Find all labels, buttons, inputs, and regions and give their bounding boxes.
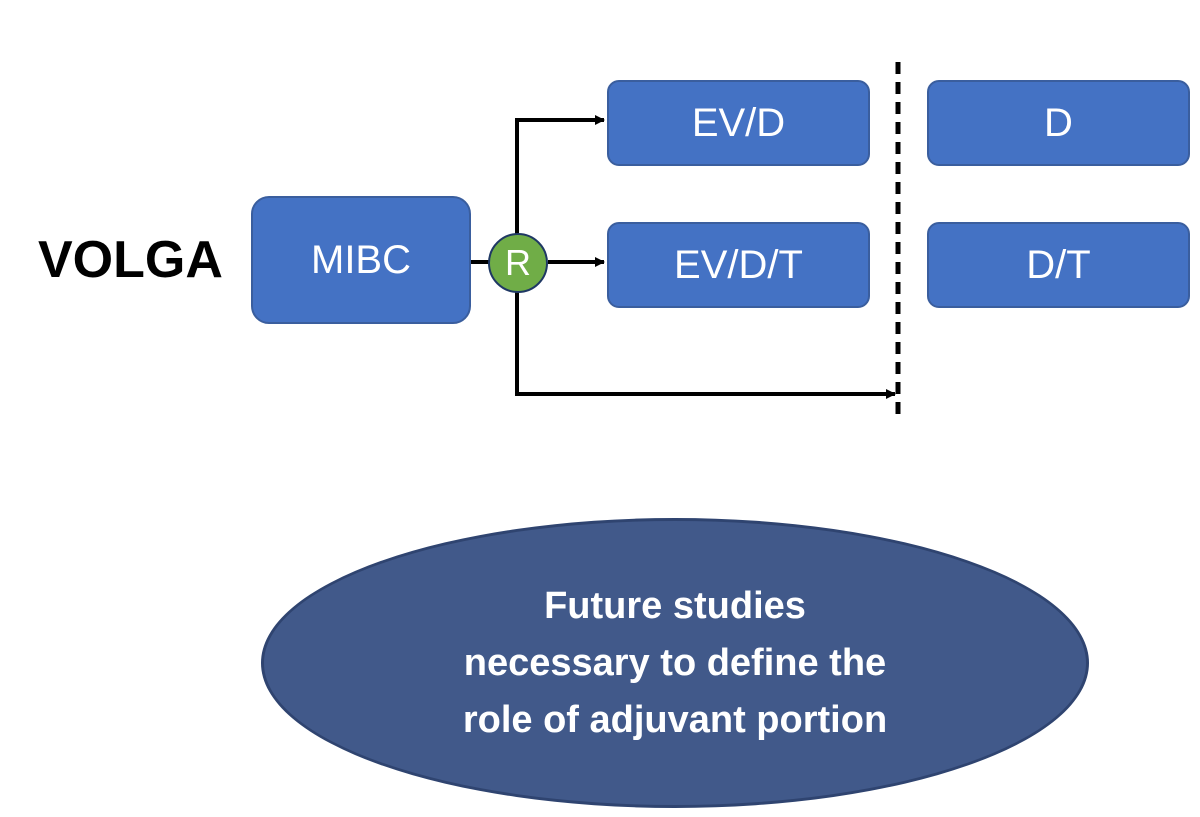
arm-label: EV/D/T — [674, 242, 803, 287]
adjuvant-label: D — [1044, 100, 1073, 145]
randomization-node: R — [488, 233, 548, 293]
trial-name: VOLGA — [38, 231, 223, 289]
adjuvant-box-d-t: D/T — [927, 222, 1190, 308]
callout-line: necessary to define the — [463, 641, 887, 684]
arm-box-ev-d: EV/D — [607, 80, 870, 166]
randomization-label: R — [505, 242, 531, 283]
arm-box-ev-d-t: EV/D/T — [607, 222, 870, 308]
arm-label: EV/D — [691, 100, 786, 145]
callout-text: Future studies necessary to define the r… — [395, 578, 955, 749]
population-label: MIBC — [311, 237, 411, 282]
adjuvant-label: D/T — [1026, 242, 1091, 287]
callout-line: role of adjuvant portion — [462, 698, 888, 741]
callout-ellipse: Future studies necessary to define the r… — [261, 518, 1089, 808]
adjuvant-box-d: D — [927, 80, 1190, 166]
callout-line: Future studies — [544, 584, 806, 627]
population-box: MIBC — [251, 196, 471, 324]
